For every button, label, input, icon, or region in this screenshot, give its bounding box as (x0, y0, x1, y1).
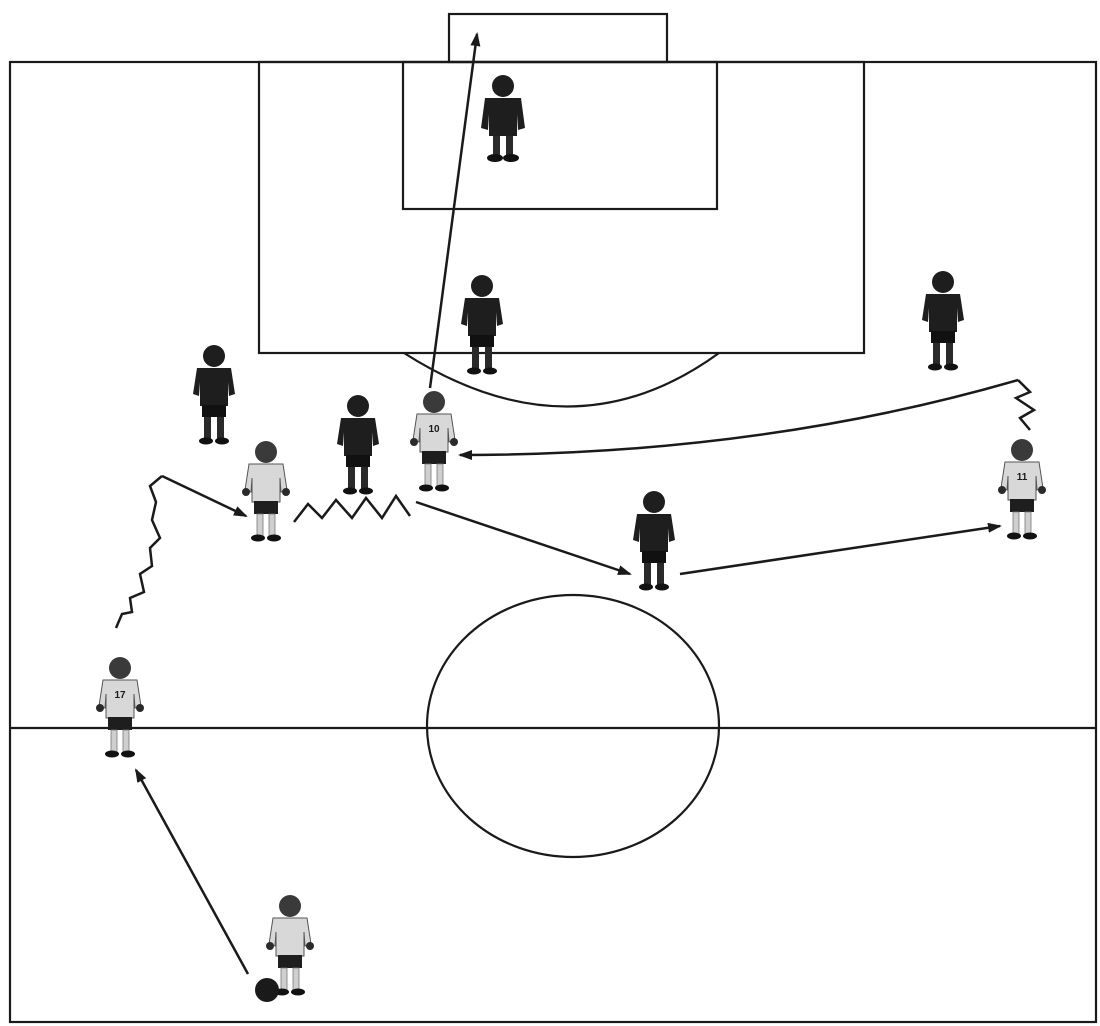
player-number: 11 (1017, 472, 1028, 483)
ball-icon (255, 978, 279, 1002)
player-number: 10 (428, 424, 440, 435)
player-number: 17 (114, 690, 126, 701)
